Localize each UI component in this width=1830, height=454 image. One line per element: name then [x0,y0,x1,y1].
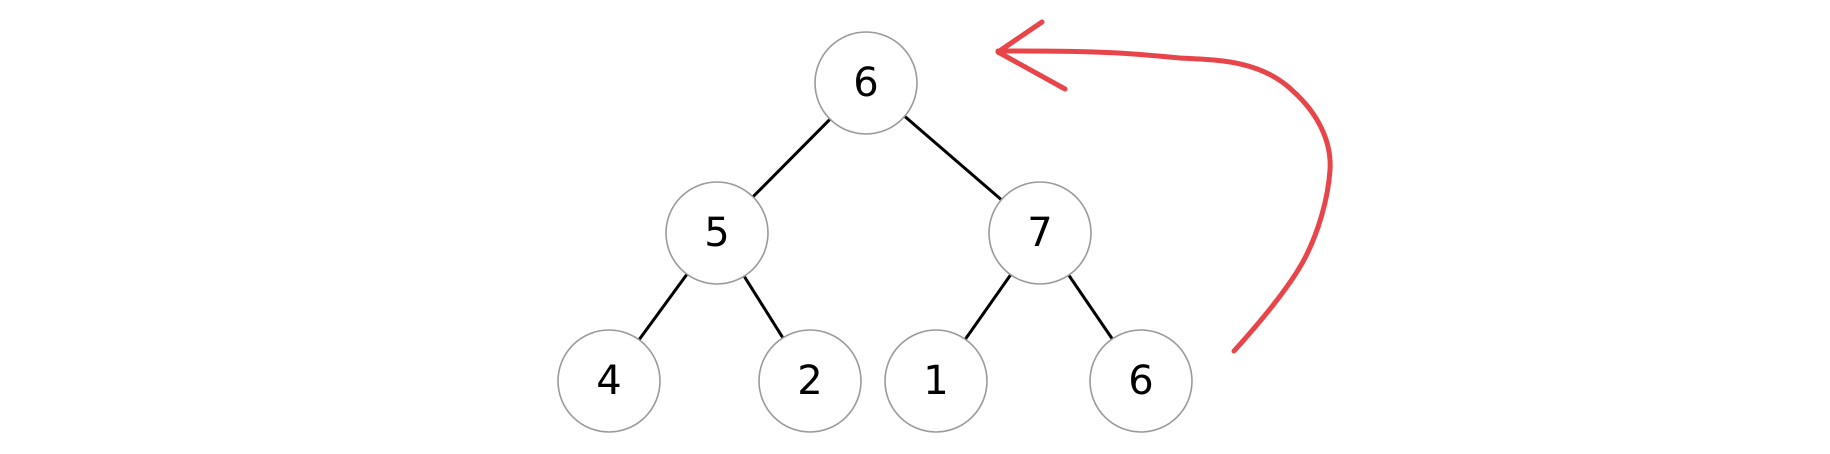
tree-edge-n1-n4 [742,275,785,339]
tree-edge-n2-n5 [964,273,1012,341]
tree-node-n1: 5 [665,181,769,285]
node-circle [884,329,988,433]
tree-edge-n1-n3 [637,273,689,341]
node-label: 6 [853,60,878,106]
arrow-head [995,19,1068,92]
node-circle [665,181,769,285]
tree-edge-n2-n6 [1067,274,1114,340]
node-label: 2 [797,358,822,404]
node-label: 7 [1027,210,1052,256]
node-label: 5 [704,210,729,256]
tree-edge-n0-n1 [751,118,832,198]
node-circle [988,181,1092,285]
node-label: 6 [1128,358,1153,404]
tree-node-n0: 6 [814,31,918,135]
node-label: 4 [596,358,621,404]
tree-node-n5: 1 [884,329,988,433]
tree-edges [637,115,1114,341]
tree-edge-n0-n2 [903,115,1003,201]
tree-node-n4: 2 [758,329,862,433]
tree-node-n3: 4 [557,329,661,433]
arrow-curve [995,48,1333,354]
node-circle [814,31,918,135]
node-label: 1 [923,358,948,404]
node-circle [1089,329,1193,433]
red-swap-arrow [995,19,1333,354]
tree-node-n2: 7 [988,181,1092,285]
tree-node-n6: 6 [1089,329,1193,433]
node-circle [758,329,862,433]
tree-nodes: 6 5 7 4 2 1 6 [557,31,1193,433]
node-circle [557,329,661,433]
